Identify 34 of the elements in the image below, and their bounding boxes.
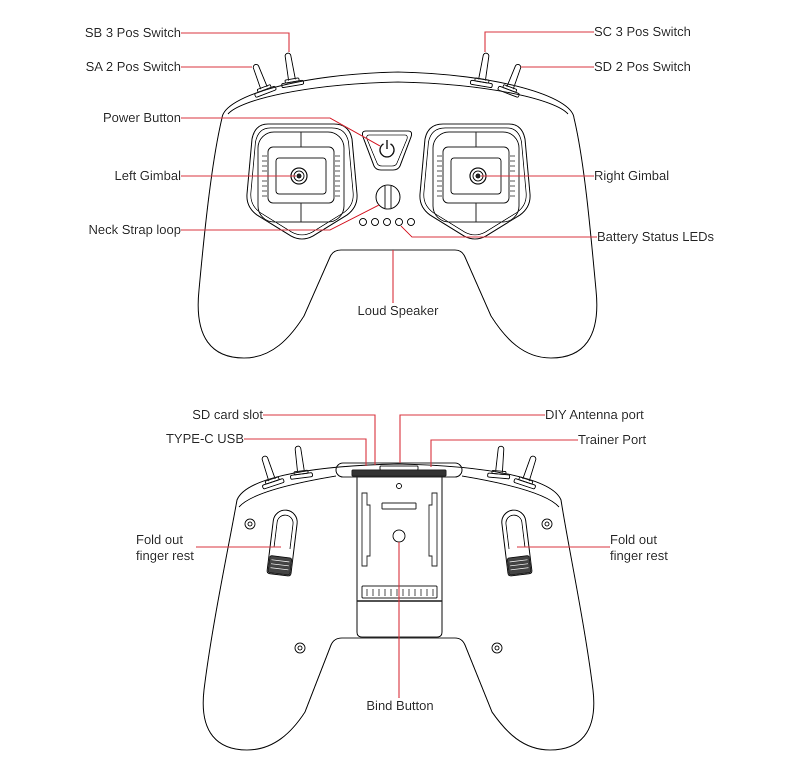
- leader-line: [244, 438, 367, 466]
- part-label: Fold out finger rest: [610, 532, 670, 564]
- leader-line: [521, 66, 594, 68]
- part-label: Power Button: [102, 110, 181, 126]
- part-label: Left Gimbal: [114, 168, 181, 184]
- leader-line: [263, 414, 376, 465]
- leader-line: [481, 175, 594, 177]
- leader-line: [181, 66, 252, 68]
- leader-line: [399, 414, 545, 463]
- leader-line: [181, 117, 380, 146]
- part-label: Loud Speaker: [358, 303, 438, 319]
- leader-line: [181, 175, 296, 177]
- part-label: Right Gimbal: [594, 168, 670, 184]
- leader-line: [484, 31, 594, 52]
- leader-line: [517, 546, 610, 548]
- part-label: DIY Antenna port: [545, 407, 644, 423]
- part-label: SD card slot: [192, 407, 263, 423]
- part-label: Trainer Port: [578, 432, 646, 448]
- leader-line: [181, 32, 290, 52]
- part-label: Bind Button: [366, 698, 434, 714]
- leader-line: [392, 250, 394, 303]
- leader-line: [196, 546, 281, 548]
- leader-line: [430, 439, 578, 467]
- part-label: Neck Strap loop: [88, 222, 181, 238]
- part-label: SB 3 Pos Switch: [84, 25, 181, 41]
- leader-line: [181, 204, 380, 231]
- part-label: Battery Status LEDs: [597, 229, 714, 245]
- leader-line: [398, 542, 400, 698]
- part-label: SD 2 Pos Switch: [594, 59, 691, 75]
- part-label: Fold out finger rest: [136, 532, 196, 564]
- part-label: TYPE-C USB: [166, 431, 244, 447]
- leader-line: [400, 226, 597, 238]
- part-label: SC 3 Pos Switch: [594, 24, 691, 40]
- part-label: SA 2 Pos Switch: [86, 59, 181, 75]
